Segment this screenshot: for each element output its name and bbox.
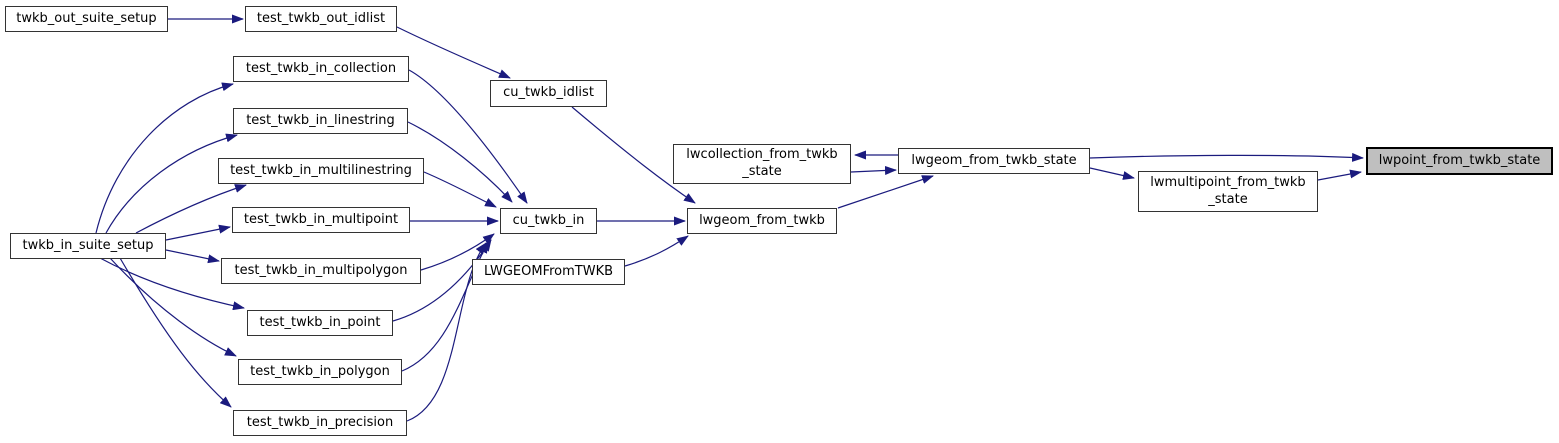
node-cu-twkb-in[interactable]: cu_twkb_in bbox=[500, 208, 597, 234]
node-lwpoint-from-twkb-state: lwpoint_from_twkb_state bbox=[1366, 147, 1553, 175]
node-lwcollection-from-twkb-state[interactable]: lwcollection_from_twkb _state bbox=[673, 144, 851, 184]
edge-test_twkb_in_multipolygon-to-cu_twkb_in bbox=[420, 233, 495, 271]
node-test-twkb-in-linestring[interactable]: test_twkb_in_linestring bbox=[233, 108, 408, 134]
edge-LWGEOMFromTWKB-to-lwgeom_from_twkb bbox=[624, 235, 689, 267]
node-test-twkb-in-multipoint[interactable]: test_twkb_in_multipoint bbox=[232, 207, 410, 233]
edge-lwgeom_from_twkb_state-to-lwpoint_from_twkb_state bbox=[1089, 152, 1364, 162]
node-twkb-in-suite-setup[interactable]: twkb_in_suite_setup bbox=[10, 233, 166, 259]
edge-twkb_in_suite_setup-to-test_twkb_in_precision bbox=[119, 257, 232, 408]
edge-test_twkb_in_collection-to-cu_twkb_in bbox=[408, 69, 528, 204]
edge-lwmultipoint_from_twkb_state-to-lwpoint_from_twkb_state bbox=[1317, 169, 1362, 181]
node-test-twkb-in-multipolygon[interactable]: test_twkb_in_multipolygon bbox=[221, 258, 421, 284]
node-test-twkb-in-precision[interactable]: test_twkb_in_precision bbox=[233, 410, 407, 436]
edge-test_twkb_out_idlist-to-cu_twkb_idlist bbox=[396, 26, 511, 79]
edge-test_twkb_in_linestring-to-cu_twkb_in bbox=[407, 121, 513, 203]
node-test-twkb-in-point[interactable]: test_twkb_in_point bbox=[247, 310, 393, 336]
node-cu-twkb-idlist[interactable]: cu_twkb_idlist bbox=[490, 80, 607, 107]
node-test-twkb-in-polygon[interactable]: test_twkb_in_polygon bbox=[238, 359, 402, 385]
edge-twkb_in_suite_setup-to-test_twkb_in_linestring bbox=[105, 133, 238, 234]
node-test-twkb-in-multilinestring[interactable]: test_twkb_in_multilinestring bbox=[218, 158, 424, 184]
edge-test_twkb_in_multilinestring-to-cu_twkb_in bbox=[423, 171, 497, 208]
edge-twkb_in_suite_setup-to-test_twkb_in_multipolygon bbox=[165, 249, 220, 264]
node-lwgeom-from-twkb[interactable]: lwgeom_from_twkb bbox=[687, 208, 837, 234]
node-lwgeom-from-twkb-state[interactable]: lwgeom_from_twkb_state bbox=[898, 148, 1090, 174]
node-lwmultipoint-from-twkb-state[interactable]: lwmultipoint_from_twkb _state bbox=[1138, 171, 1318, 212]
edge-twkb_in_suite_setup-to-test_twkb_in_collection bbox=[95, 82, 234, 234]
edge-lwcollection_from_twkb_state-to-lwgeom_from_twkb_state bbox=[850, 165, 897, 175]
node-test-twkb-out-idlist[interactable]: test_twkb_out_idlist bbox=[245, 6, 397, 32]
edge-cu_twkb_idlist-to-lwgeom_from_twkb bbox=[571, 106, 696, 204]
edge-lwgeom_from_twkb_state-to-lwmultipoint_from_twkb_state bbox=[1089, 167, 1135, 180]
edge-lwgeom_from_twkb-to-lwgeom_from_twkb_state bbox=[837, 175, 934, 209]
node-twkb-out-suite-setup[interactable]: twkb_out_suite_setup bbox=[5, 6, 168, 32]
edge-twkb_in_suite_setup-to-test_twkb_in_polygon bbox=[109, 257, 237, 357]
node-test-twkb-in-collection[interactable]: test_twkb_in_collection bbox=[233, 56, 409, 82]
edge-twkb_in_suite_setup-to-test_twkb_in_multilinestring bbox=[135, 184, 247, 234]
edge-twkb_in_suite_setup-to-test_twkb_in_multipoint bbox=[165, 224, 231, 241]
node-lwgeomfromtwkb[interactable]: LWGEOMFromTWKB bbox=[472, 259, 625, 285]
